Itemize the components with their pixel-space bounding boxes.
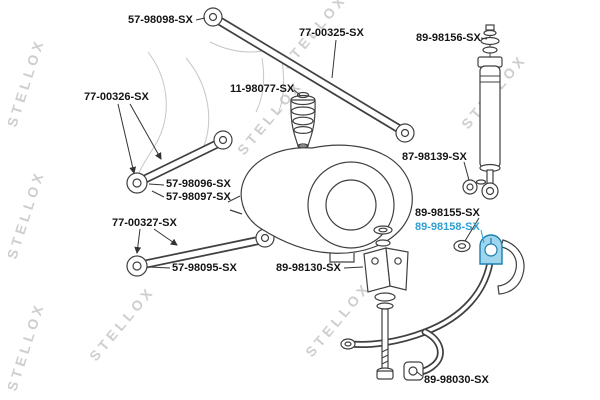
bar-end-bushing xyxy=(403,361,424,381)
watermark-text: STELLOX xyxy=(4,36,48,129)
part-number-labels: 57-98098-SX 77-00325-SX 89-98156-SX 77-0… xyxy=(84,14,489,386)
part-number-label-77-00326-sx[interactable]: 77-00326-SX xyxy=(84,91,149,103)
part-number-label-57-98097-sx[interactable]: 57-98097-SX xyxy=(166,191,231,203)
part-number-label-89-98155-sx[interactable]: 89-98155-SX xyxy=(415,207,480,219)
part-number-label-57-98095-sx[interactable]: 57-98095-SX xyxy=(172,262,237,274)
shock-lower-bushing xyxy=(462,179,487,195)
part-number-label-89-98158-sx-selected[interactable]: 89-98158-SX xyxy=(415,221,480,233)
drop-link-assembly xyxy=(363,225,409,380)
part-number-label-89-98156-sx[interactable]: 89-98156-SX xyxy=(416,32,481,44)
chassis-outline xyxy=(137,41,285,177)
part-number-label-77-00327-sx[interactable]: 77-00327-SX xyxy=(112,217,177,229)
watermark-text: STELLOX xyxy=(4,168,48,261)
part-number-label-11-98077-sx[interactable]: 11-98077-SX xyxy=(230,83,295,95)
part-number-label-87-98139-sx[interactable]: 87-98139-SX xyxy=(402,151,467,163)
watermark-text: STELLOX xyxy=(86,283,158,364)
bump-stop-boot xyxy=(290,91,316,149)
stabilizer-bushing-highlighted xyxy=(479,234,525,295)
part-number-label-89-98130-sx[interactable]: 89-98130-SX xyxy=(276,262,341,274)
part-number-label-57-98096-sx[interactable]: 57-98096-SX xyxy=(166,178,231,190)
leader-lines xyxy=(117,17,488,377)
upper-control-arm xyxy=(126,130,233,194)
axle-housing xyxy=(227,144,413,263)
stabilizer-bar xyxy=(340,252,495,376)
upper-track-rod xyxy=(203,7,415,143)
stabilizer-washer xyxy=(453,239,471,253)
part-number-label-57-98098-sx[interactable]: 57-98098-SX xyxy=(128,14,193,26)
lower-control-arm xyxy=(126,228,275,277)
part-number-label-89-98030-sx[interactable]: 89-98030-SX xyxy=(424,374,489,386)
watermark-text: STELLOX xyxy=(4,300,48,393)
shock-absorber xyxy=(477,24,503,200)
part-number-label-77-00325-sx[interactable]: 77-00325-SX xyxy=(299,27,364,39)
